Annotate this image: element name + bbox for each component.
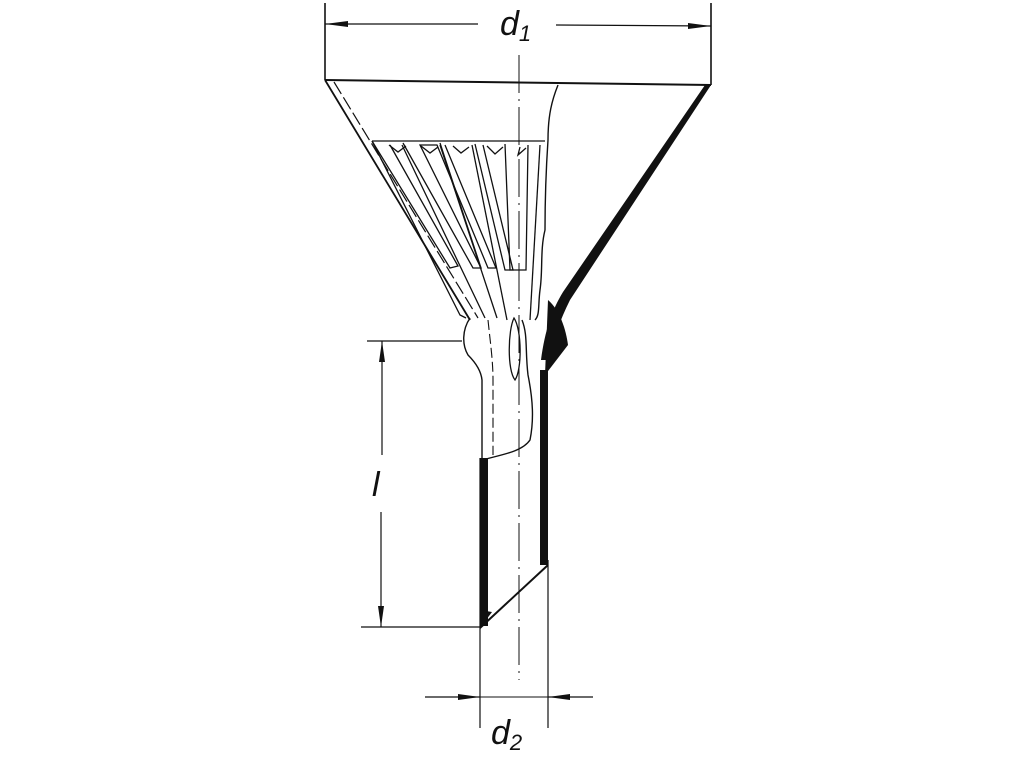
dimension-d1: [324, 3, 712, 85]
dimension-l: [361, 340, 480, 628]
dimension-d2: [425, 694, 593, 728]
label-l: l: [372, 466, 381, 504]
ribs: [371, 140, 545, 321]
label-d2: d2: [491, 714, 522, 755]
label-d1: d1: [500, 5, 531, 46]
